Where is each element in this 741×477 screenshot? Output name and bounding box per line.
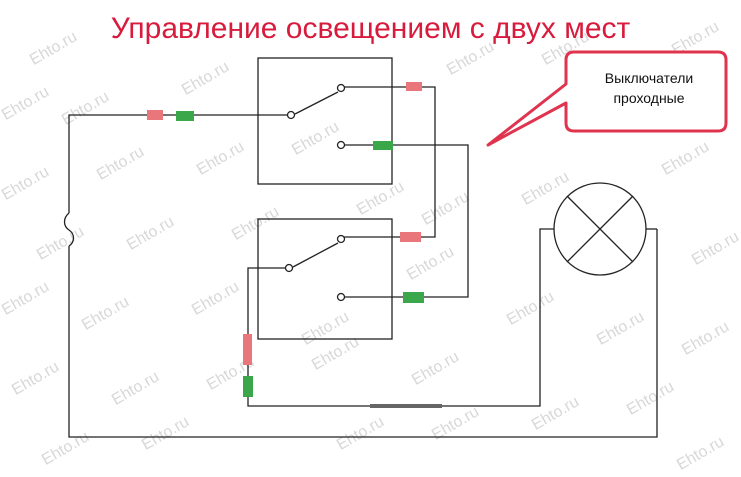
page-title: Управление освещением с двух мест xyxy=(110,12,631,45)
switch-2-common-contact xyxy=(284,263,294,273)
neutral-marker xyxy=(373,141,393,150)
lamp-feed-wire xyxy=(247,228,554,407)
wire-segment-gray xyxy=(370,404,442,408)
neutral-marker xyxy=(403,292,424,303)
callout-line-2: проходные xyxy=(613,90,685,106)
callout-line-1: Выключатели xyxy=(604,70,694,86)
neutral-marker xyxy=(243,376,253,397)
phase-marker xyxy=(147,110,163,120)
switch-2-box xyxy=(257,218,393,340)
traveller-wire-2 xyxy=(344,144,469,298)
switch-1-upper-contact xyxy=(336,83,346,93)
return-wire xyxy=(68,229,658,438)
switch-1-box xyxy=(257,57,393,185)
phase-marker xyxy=(400,232,421,242)
fuse xyxy=(63,212,75,247)
switch-2-blade xyxy=(292,242,339,268)
callout-text: Выключатели проходные xyxy=(574,68,724,108)
phase-marker xyxy=(406,82,422,91)
lamp-cross-2 xyxy=(566,195,634,263)
lamp xyxy=(553,182,647,276)
callout-bubble xyxy=(486,50,728,147)
switch-2-upper-contact xyxy=(336,234,346,244)
switch-1-blade xyxy=(294,91,339,115)
traveller-wire-1 xyxy=(344,86,436,238)
switch-1-common-contact xyxy=(286,110,296,120)
switch-1-lower-contact xyxy=(336,140,346,150)
phase-marker xyxy=(243,334,252,365)
neutral-marker xyxy=(176,111,194,121)
switch-2-lower-contact xyxy=(336,292,346,302)
phase-input-wire xyxy=(68,114,291,213)
